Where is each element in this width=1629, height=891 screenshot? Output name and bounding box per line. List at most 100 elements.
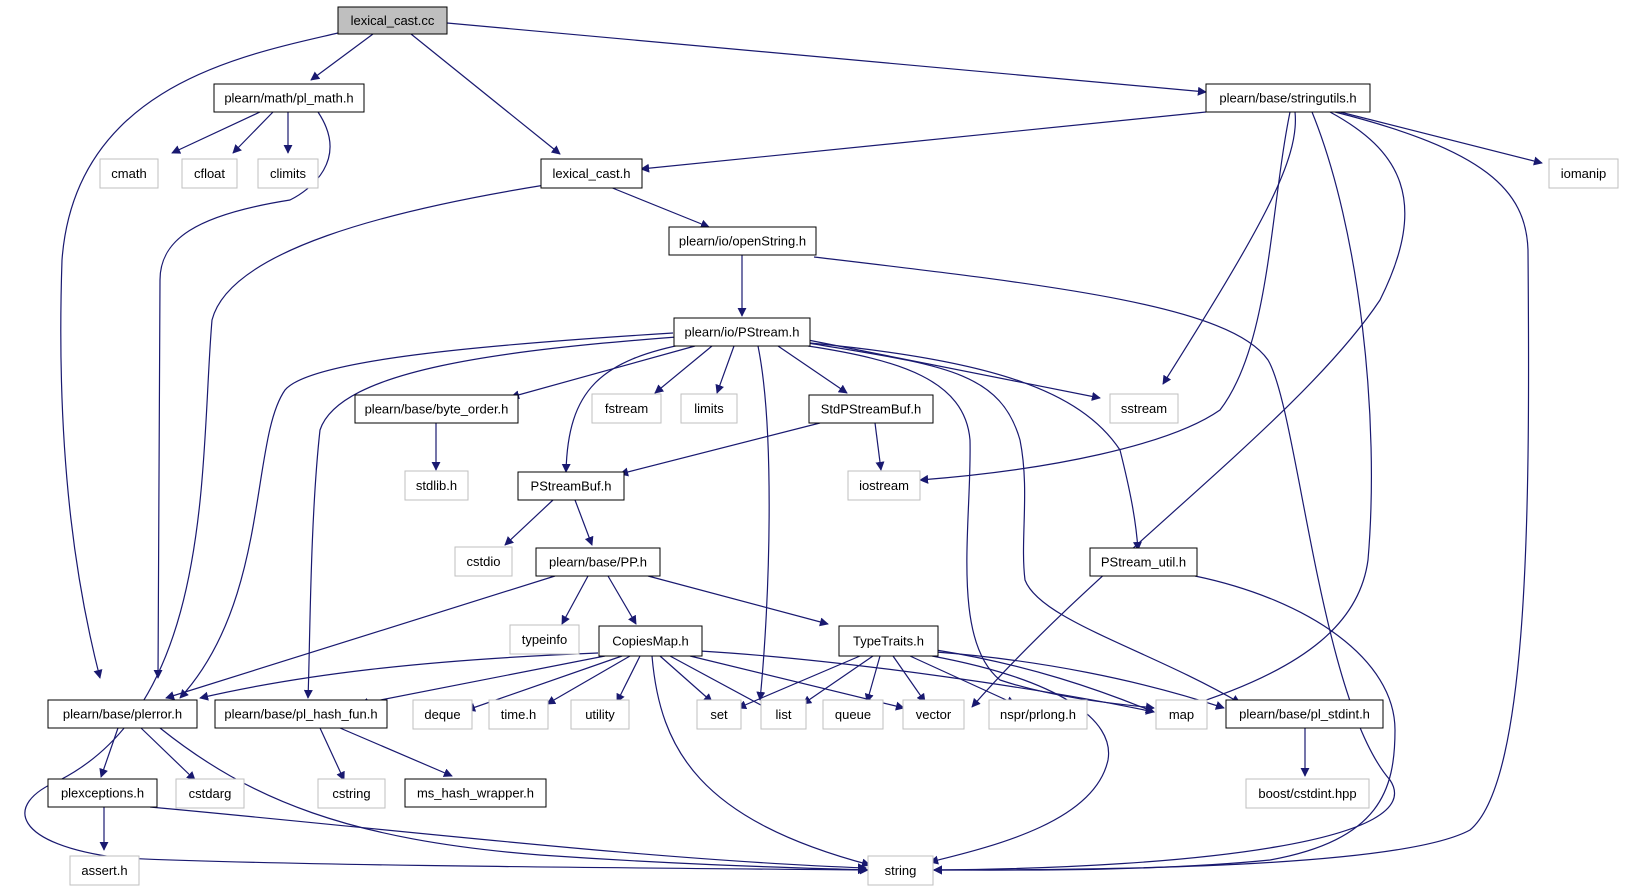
node-cstdarg[interactable]: cstdarg (175, 778, 245, 809)
edge-pstream-to-pstream-buf (561, 342, 691, 473)
node-std-pstream-buf[interactable]: StdPStreamBuf.h (808, 394, 934, 424)
edge-pstream-to-sstream (807, 339, 1101, 401)
svg-text:vector: vector (916, 707, 952, 722)
edge-type-traits-to-set (737, 655, 861, 709)
edge-pstream-buf-to-pp (574, 499, 594, 546)
node-pl-math[interactable]: plearn/math/pl_math.h (213, 83, 365, 113)
node-iomanip[interactable]: iomanip (1548, 158, 1619, 189)
node-cstring[interactable]: cstring (317, 778, 386, 809)
svg-text:StdPStreamBuf.h: StdPStreamBuf.h (821, 402, 921, 417)
edge-stringutils-to-sstream (1162, 111, 1297, 385)
svg-text:nspr/prlong.h: nspr/prlong.h (1000, 707, 1076, 722)
edge-pp-to-typeinfo (561, 575, 589, 625)
node-stdlib[interactable]: stdlib.h (404, 470, 469, 501)
svg-text:typeinfo: typeinfo (522, 632, 568, 647)
node-deque[interactable]: deque (412, 699, 473, 730)
node-stringutils[interactable]: plearn/base/stringutils.h (1205, 83, 1371, 113)
node-copies-map[interactable]: CopiesMap.h (598, 625, 703, 657)
node-sstream[interactable]: sstream (1109, 393, 1179, 424)
node-string[interactable]: string (867, 855, 934, 886)
edge-std-pstream-buf-to-pstream-buf (619, 422, 821, 477)
svg-text:fstream: fstream (605, 401, 648, 416)
node-map[interactable]: map (1155, 699, 1208, 730)
node-pl-stdint[interactable]: plearn/base/pl_stdint.h (1225, 699, 1384, 729)
svg-text:plearn/base/pl_stdint.h: plearn/base/pl_stdint.h (1239, 707, 1370, 722)
svg-text:assert.h: assert.h (81, 863, 127, 878)
edge-copies-map-to-plerror (199, 652, 599, 701)
node-byte-order[interactable]: plearn/base/byte_order.h (354, 394, 519, 424)
node-lexical-cast-h[interactable]: lexical_cast.h (540, 158, 643, 189)
edge-pstream-to-byte-order (510, 345, 696, 400)
edge-pstream-util-to-string (933, 575, 1396, 875)
node-vector[interactable]: vector (902, 699, 965, 730)
node-pstream[interactable]: plearn/io/PStream.h (673, 317, 811, 347)
svg-text:TypeTraits.h: TypeTraits.h (853, 634, 924, 649)
edge-stringutils-to-vector (971, 111, 1406, 708)
edge-pp-to-copies-map (607, 575, 637, 625)
node-pl-hash-fun[interactable]: plearn/base/pl_hash_fun.h (214, 699, 388, 729)
edge-pstream-to-set (756, 345, 770, 701)
svg-text:stdlib.h: stdlib.h (416, 478, 457, 493)
node-list[interactable]: list (760, 699, 807, 730)
edge-pstream-buf-to-cstdio (504, 499, 554, 546)
node-pstream-util[interactable]: PStream_util.h (1089, 547, 1198, 577)
edge-type-traits-to-vector (892, 655, 926, 703)
svg-text:cfloat: cfloat (194, 166, 225, 181)
svg-text:plearn/base/PP.h: plearn/base/PP.h (549, 555, 647, 570)
svg-text:deque: deque (424, 707, 460, 722)
edge-copies-map-to-time (546, 655, 631, 705)
node-cmath[interactable]: cmath (99, 158, 159, 189)
node-limits[interactable]: limits (680, 393, 738, 424)
edge-plerror-to-plexceptions (99, 727, 119, 778)
svg-text:plearn/base/byte_order.h: plearn/base/byte_order.h (365, 402, 509, 417)
node-plexceptions[interactable]: plexceptions.h (47, 778, 158, 808)
node-cstdio[interactable]: cstdio (454, 546, 513, 577)
node-typeinfo[interactable]: typeinfo (509, 624, 580, 655)
node-open-string[interactable]: plearn/io/openString.h (668, 226, 817, 256)
node-cfloat[interactable]: cfloat (181, 158, 238, 189)
node-time[interactable]: time.h (488, 699, 549, 730)
edge-pl-math-to-cfloat (232, 111, 274, 154)
edge-lexical-cast-cc-to-stringutils (446, 22, 1207, 96)
edge-pl-hash-fun-to-cstring (319, 727, 345, 781)
edge-std-pstream-buf-to-iostream (874, 422, 885, 471)
edge-stringutils-to-map (1184, 111, 1372, 709)
node-plerror[interactable]: plearn/base/plerror.h (47, 699, 198, 729)
edge-pstream-to-pstream-util (809, 342, 1142, 551)
node-iostream[interactable]: iostream (847, 470, 921, 501)
edge-lexical-cast-h-to-open-string (604, 184, 710, 229)
edge-copies-map-to-string (651, 655, 871, 868)
node-utility[interactable]: utility (570, 699, 630, 730)
edge-type-traits-to-string (929, 655, 1110, 865)
svg-text:boost/cstdint.hpp: boost/cstdint.hpp (1258, 786, 1356, 801)
node-prlong[interactable]: nspr/prlong.h (988, 699, 1088, 730)
svg-text:string: string (885, 863, 917, 878)
edge-pl-hash-fun-to-ms-hash-wrapper (339, 727, 453, 777)
node-cstdint[interactable]: boost/cstdint.hpp (1245, 778, 1370, 809)
edge-lexical-cast-cc-to-plerror (60, 32, 339, 679)
node-set[interactable]: set (696, 699, 742, 730)
svg-text:cstdio: cstdio (467, 554, 501, 569)
node-type-traits[interactable]: TypeTraits.h (838, 625, 939, 657)
node-fstream[interactable]: fstream (591, 393, 662, 424)
svg-text:iomanip: iomanip (1561, 166, 1607, 181)
node-pstream-buf[interactable]: PStreamBuf.h (517, 471, 625, 501)
node-pp[interactable]: plearn/base/PP.h (535, 547, 661, 577)
node-climits[interactable]: climits (257, 158, 319, 189)
edge-type-traits-to-queue (864, 655, 881, 703)
edge-copies-map-to-pl-hash-fun (359, 655, 606, 707)
svg-text:plearn/io/openString.h: plearn/io/openString.h (679, 234, 806, 249)
edge-lexical-cast-cc-to-pl-math (310, 33, 374, 81)
node-lexical-cast-cc[interactable]: lexical_cast.cc (337, 6, 448, 35)
svg-text:plearn/math/pl_math.h: plearn/math/pl_math.h (224, 91, 353, 106)
header-nodes: lexical_cast.cc plearn/math/pl_math.h pl… (47, 6, 1619, 886)
edge-pstream-to-fstream (654, 345, 713, 394)
node-queue[interactable]: queue (822, 699, 884, 730)
node-ms-hash-wrapper[interactable]: ms_hash_wrapper.h (404, 778, 547, 808)
node-assert[interactable]: assert.h (69, 855, 140, 886)
edge-stringutils-to-string (933, 111, 1530, 875)
svg-text:plearn/io/PStream.h: plearn/io/PStream.h (685, 325, 800, 340)
svg-text:sstream: sstream (1121, 401, 1167, 416)
edge-pstream-to-pl-stdint (807, 342, 1241, 704)
